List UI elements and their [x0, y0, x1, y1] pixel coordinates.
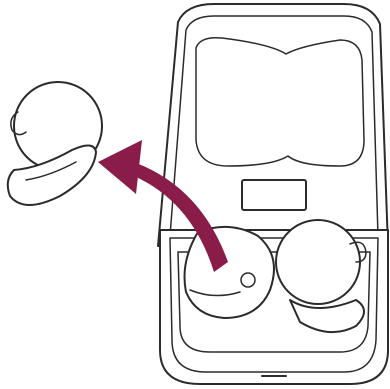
removal-arrow-head — [98, 140, 142, 194]
case-hinge — [242, 180, 306, 210]
earbud-in-case-body — [276, 220, 360, 304]
earbud-slot-contact — [241, 273, 255, 287]
earbud-removed — [8, 82, 102, 205]
earbud-slot-left — [185, 227, 275, 318]
earbud-slot-body — [185, 227, 275, 318]
